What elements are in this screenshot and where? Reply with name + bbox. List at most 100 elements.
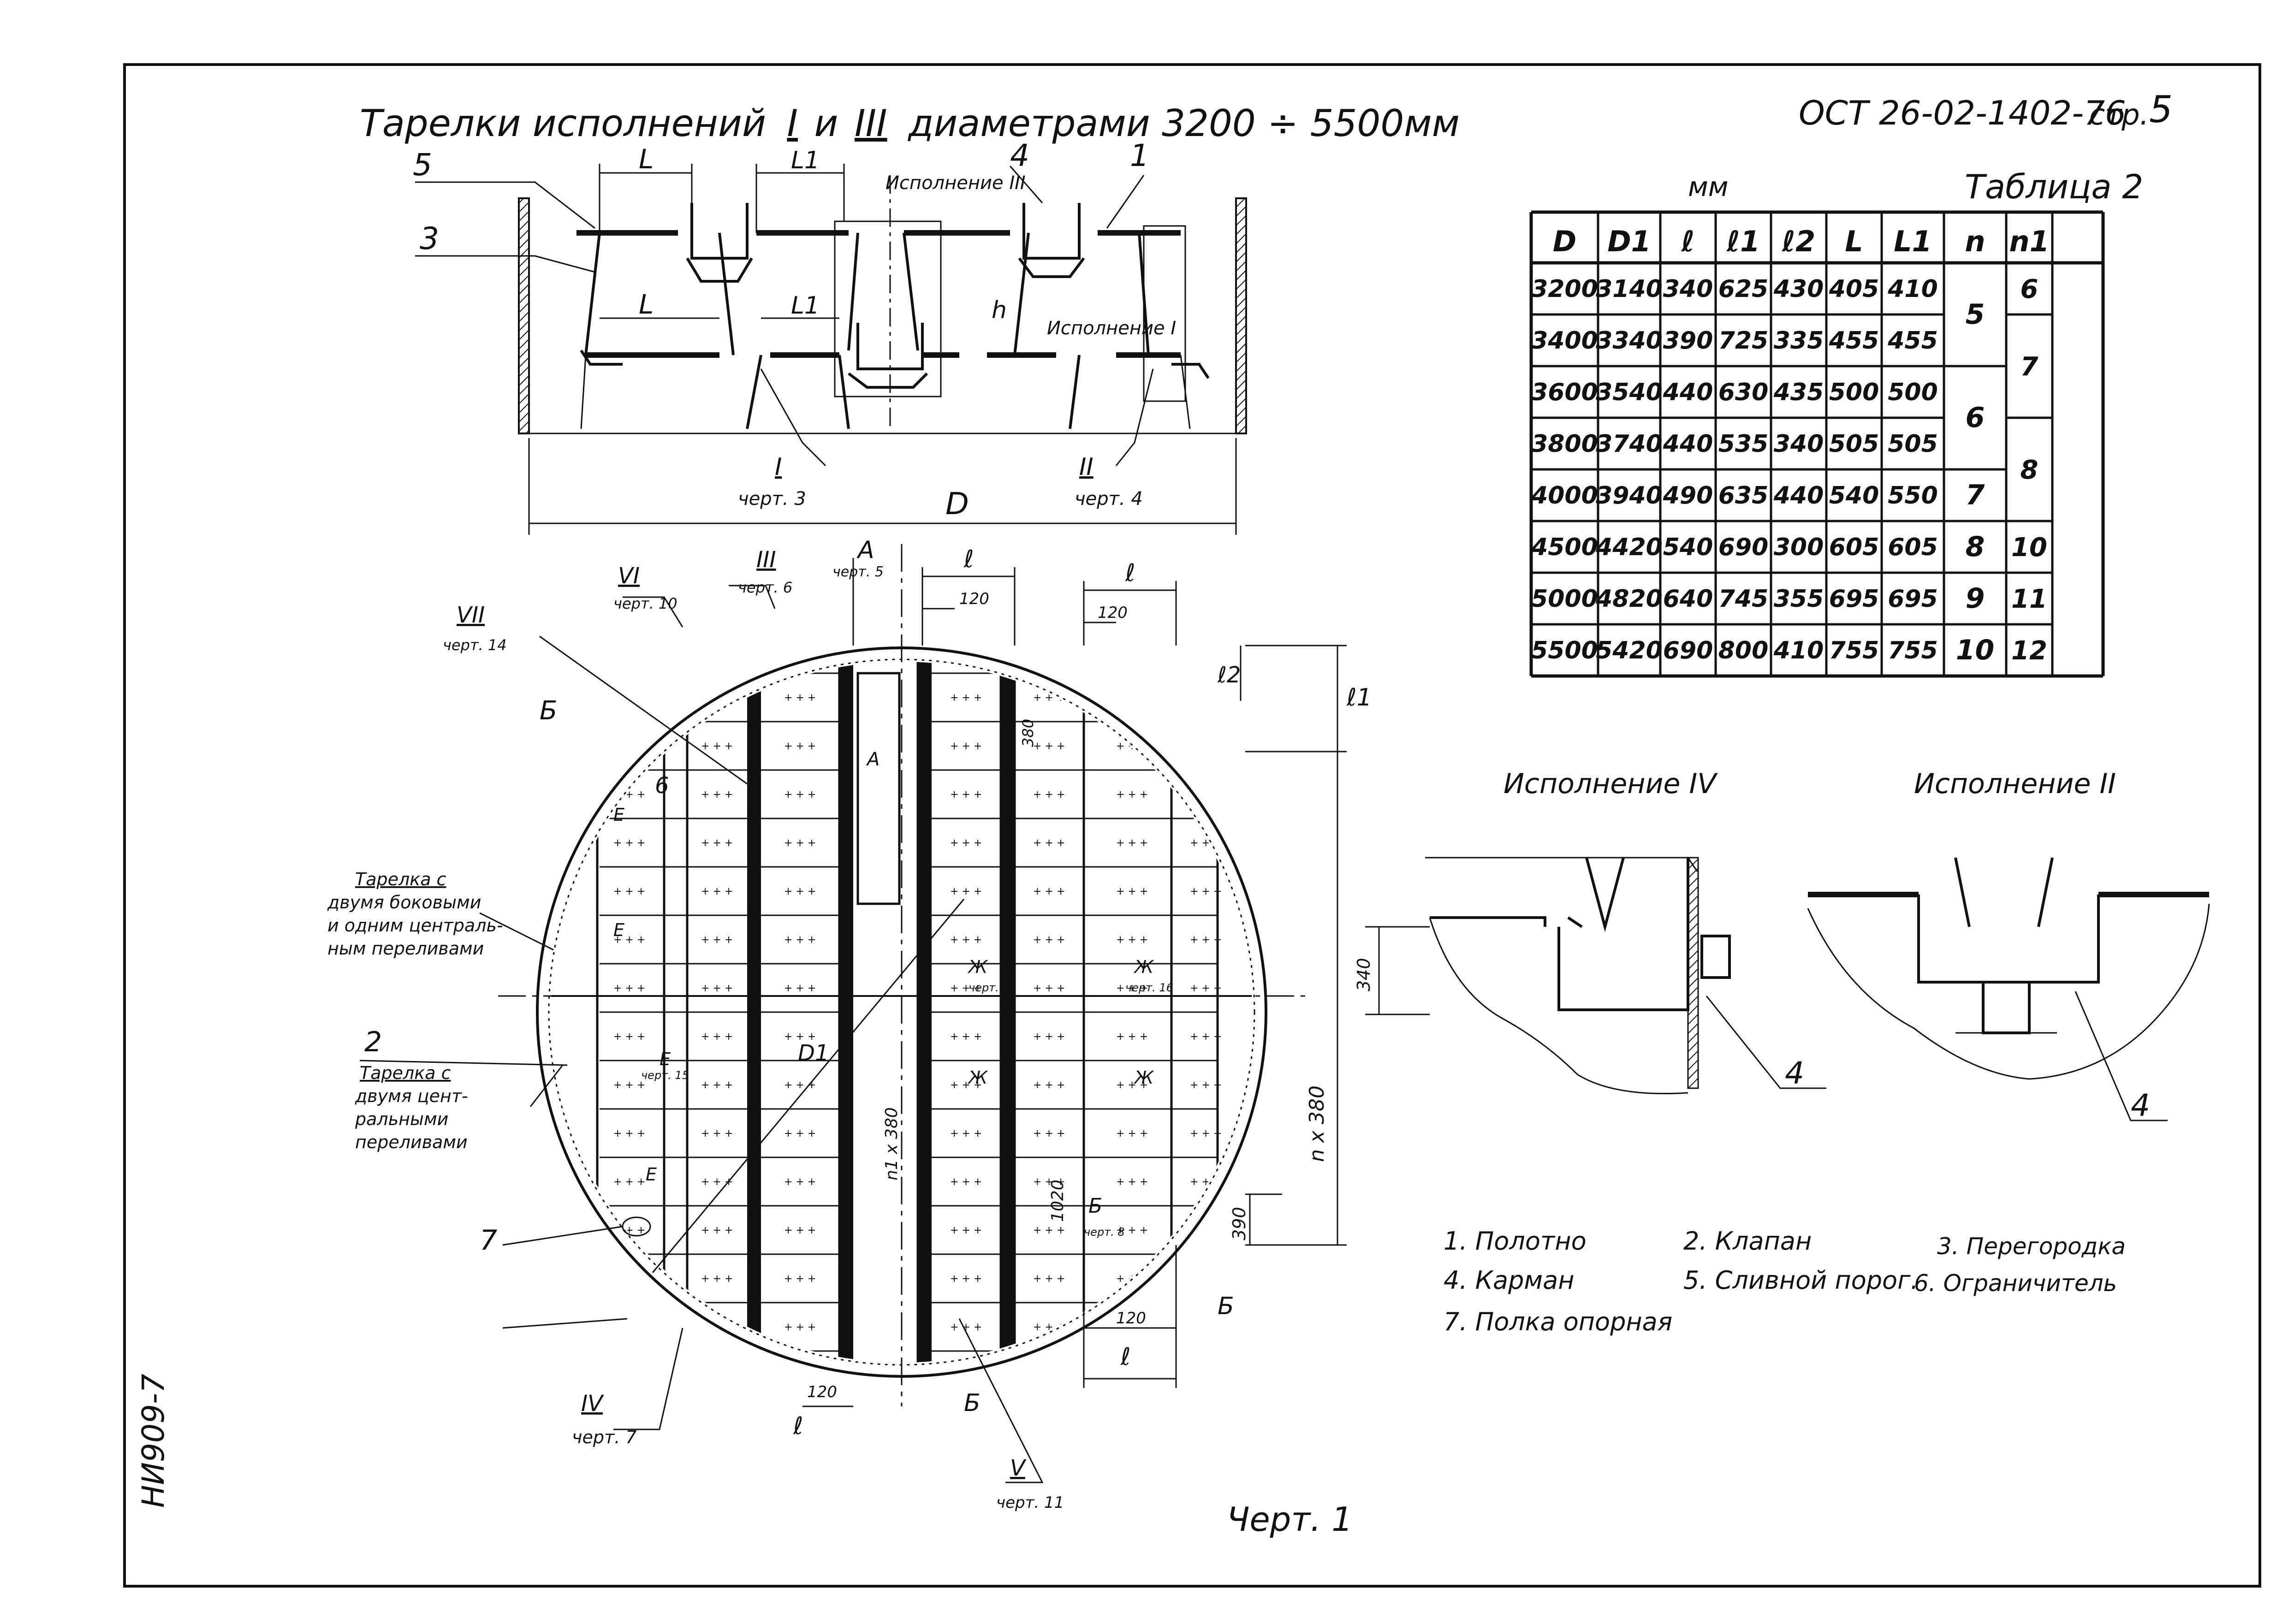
view-A-inner: А [866, 749, 880, 770]
valve-mark: + + + [1116, 741, 1148, 752]
table-cell: 490 [1663, 482, 1713, 510]
valve-mark: + + + [784, 1322, 816, 1333]
valve-mark: + + + [701, 1128, 733, 1139]
valve-mark: + + + [1033, 934, 1065, 946]
table-cell: 405 [1829, 275, 1879, 303]
table-cell: 4820 [1595, 585, 1663, 613]
table-header-8: n1 [2009, 225, 2049, 258]
dim-1020: 1020 [1048, 1179, 1067, 1222]
table-cell: 5420 [1596, 637, 1663, 664]
valve-mark: + + + [1116, 1225, 1148, 1236]
table-cell: 535 [1718, 430, 1769, 458]
valve-mark: + + + [1190, 837, 1222, 849]
valve-mark: + + + [701, 1273, 733, 1285]
valve-mark: + + + [950, 886, 982, 897]
valve-mark: + + + [613, 1128, 645, 1139]
page-number: 5 [2149, 88, 2173, 131]
valve-mark: + + + [1033, 837, 1065, 849]
valve-mark: + + + [1116, 789, 1148, 800]
tray-strip [686, 662, 758, 1363]
valve-mark: + + + [701, 741, 733, 752]
section-B-left: Б [540, 696, 557, 726]
valve-mark: + + + [613, 1273, 645, 1285]
table-cell: 605 [1829, 533, 1879, 561]
table-cell: 430 [1773, 275, 1824, 303]
sheet-8: черт. 8 [1084, 1226, 1125, 1239]
valve-mark: + + + [1033, 741, 1065, 752]
ref-I-sheet: черт. 3 [738, 488, 806, 510]
valve-mark: + + + [1033, 692, 1065, 704]
table-cell-n: 10 [1956, 634, 1995, 666]
valve-mark: + + + [1116, 1128, 1148, 1139]
valve-mark: + + + [613, 692, 645, 704]
dim-390-right: 390 [1229, 1207, 1249, 1240]
table-header-1: D1 [1607, 225, 1651, 258]
valve-mark: + + + [1190, 692, 1222, 704]
valve-mark: + + + [613, 1176, 645, 1188]
legend-item-1: 1. Полотно [1444, 1227, 1587, 1256]
callout-7: 7 [480, 1224, 497, 1257]
table-cell: 690 [1718, 533, 1769, 561]
valve-mark: + + + [613, 886, 645, 897]
table-cell: 4000 [1531, 482, 1598, 510]
section-Zh-1: Ж [968, 957, 988, 977]
table-title: Таблица 2 [1965, 167, 2143, 206]
table-header-7: n [1965, 225, 1985, 258]
valve-mark: + + + [784, 1273, 816, 1285]
table-cell-n1: 12 [2011, 636, 2047, 666]
view-A-label: А [856, 536, 874, 564]
table-cell: 455 [1887, 327, 1938, 355]
label-tray-three-downcomers: Тарелка с двумя боковыми и одним централ… [327, 869, 509, 959]
table-cell: 3140 [1596, 275, 1663, 303]
table-cell: 5500 [1531, 637, 1598, 664]
ref-II-sheet: черт. 4 [1075, 488, 1143, 510]
valve-mark: + + + [1033, 983, 1065, 994]
plan-view: + + + + + + + + + + + + + + + + + + + + + + + +… [327, 536, 1372, 1512]
downcomer-bar [918, 662, 932, 1363]
tray-strip [755, 662, 841, 1363]
valve-mark: + + + [1033, 1031, 1065, 1043]
dim-120-top2: 120 [1098, 604, 1128, 622]
downcomer-bar [1001, 673, 1015, 1351]
table-cell: 410 [1773, 637, 1824, 664]
section-E-3: Е [660, 1049, 671, 1069]
valve-mark: + + + [1190, 1079, 1222, 1091]
valve-mark: + + + [1116, 934, 1148, 946]
valve-mark: + + + [1190, 983, 1222, 994]
table-cell: 690 [1663, 637, 1713, 664]
dim-L-low: L [639, 289, 654, 320]
valve-mark: + + + [1116, 837, 1148, 849]
ref-II: II [1079, 453, 1093, 481]
valve-mark: + + + [1190, 741, 1222, 752]
dim-l-top1: ℓ [963, 545, 974, 573]
valve-mark: + + + [950, 1031, 982, 1043]
valve-mark: + + + [701, 1079, 733, 1091]
table-cell: 455 [1829, 327, 1879, 355]
valve-mark: + + + [613, 1079, 645, 1091]
section-Zh-2: Ж [1134, 957, 1154, 977]
table-header-6: L1 [1894, 225, 1932, 258]
table-cell: 390 [1663, 327, 1713, 355]
drawing-caption: Черт. 1 [1227, 1500, 1353, 1539]
table-cell: 3200 [1531, 275, 1598, 303]
dim-n1x380: n1 x 380 [882, 1107, 901, 1180]
valve-mark: + + + [950, 1128, 982, 1139]
callout-4: 4 [1010, 138, 1029, 173]
table-cell: 440 [1663, 430, 1713, 458]
table-cell-n: 9 [1966, 582, 1985, 615]
table-cell: 3940 [1596, 482, 1663, 510]
table-cell: 440 [1663, 379, 1713, 406]
valve-mark: + + + [1190, 1128, 1222, 1139]
callout-1: 1 [1130, 138, 1149, 173]
table-cell: 625 [1718, 275, 1769, 303]
table-cell: 540 [1829, 482, 1879, 510]
valve-mark: + + + [1033, 886, 1065, 897]
callout-2: 2 [364, 1026, 382, 1058]
valve-mark: + + + [784, 1128, 816, 1139]
section-6: 6 [655, 773, 669, 799]
valve-mark: + + + [784, 741, 816, 752]
table-cell-n1: 6 [2021, 274, 2038, 304]
valve-mark: + + + [1116, 1079, 1148, 1091]
valve-mark: + + + [1116, 1176, 1148, 1188]
table-cell: 3600 [1531, 379, 1598, 406]
